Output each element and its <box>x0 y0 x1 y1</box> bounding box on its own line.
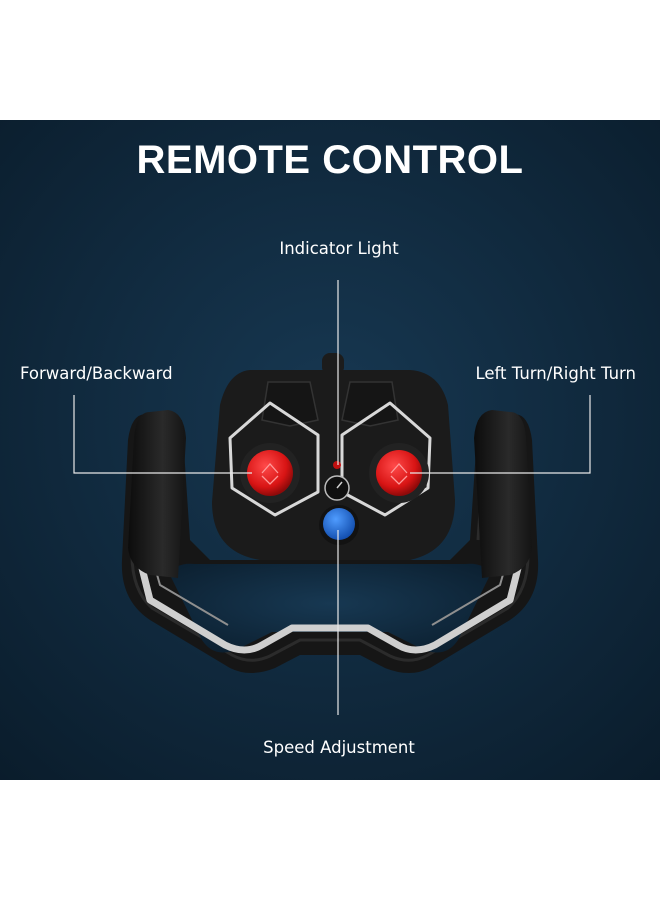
product-panel <box>0 120 660 780</box>
power-dial[interactable] <box>324 475 350 501</box>
indicator-light-label: Indicator Light <box>279 239 399 258</box>
callout-lines <box>73 280 591 715</box>
turn-callout-line <box>410 395 591 474</box>
left-right-turn-label: Left Turn/Right Turn <box>475 364 636 383</box>
forward-callout-line <box>73 395 252 474</box>
indicator-light <box>333 461 341 469</box>
right-joystick[interactable] <box>369 443 429 503</box>
remote-illustration <box>0 120 660 780</box>
speed-button[interactable] <box>319 505 359 545</box>
left-joystick[interactable] <box>240 443 300 503</box>
steering-frame <box>121 410 539 673</box>
forward-backward-label: Forward/Backward <box>20 364 173 383</box>
page-title: REMOTE CONTROL <box>136 138 524 182</box>
speed-adjustment-label: Speed Adjustment <box>263 738 415 757</box>
